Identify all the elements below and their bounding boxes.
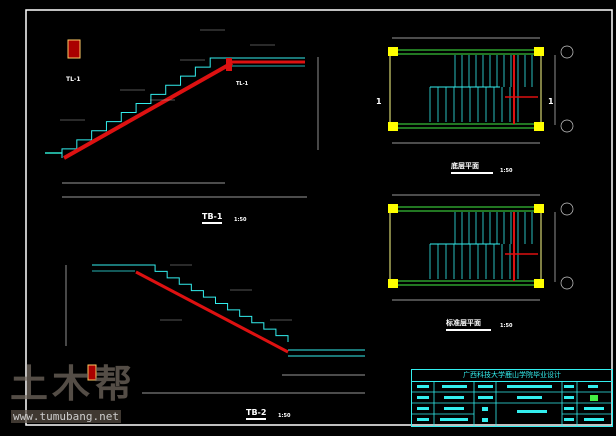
column xyxy=(388,122,398,131)
title-block: 广西科技大学鹿山学院毕业设计 xyxy=(411,369,613,427)
beam-tl1 xyxy=(226,58,232,71)
tl1-detail-label: TL-1 xyxy=(66,76,81,83)
stair-step-profile xyxy=(143,264,289,342)
column xyxy=(534,204,544,213)
column xyxy=(388,204,398,213)
watermark-url: www.tumubang.net xyxy=(11,410,121,423)
column xyxy=(388,47,398,56)
axis-marker-left: 1 xyxy=(376,97,382,106)
stair-step-profile xyxy=(61,57,225,158)
stair-plans xyxy=(388,37,574,301)
tl1-detail-section xyxy=(67,39,81,59)
axis-bubble xyxy=(560,45,574,59)
tl1-label: TL-1 xyxy=(236,81,249,87)
tb2-scale: 1:50 xyxy=(278,413,291,419)
plan-ground-label: 底层平面 xyxy=(451,161,493,174)
axis-bubble xyxy=(560,276,574,290)
stair-section-tb1 xyxy=(45,29,319,198)
tb1-scale: 1:50 xyxy=(234,217,247,223)
column xyxy=(388,279,398,288)
column xyxy=(534,122,544,131)
tb2-label: TB-2 xyxy=(246,408,267,420)
axis-bubble xyxy=(560,202,574,216)
watermark-logo: 土木帮 xyxy=(10,362,137,406)
slab-rebar xyxy=(135,270,289,354)
title-block-title: 广西科技大学鹿山学院毕业设计 xyxy=(412,370,612,382)
stair-section-tb2 xyxy=(65,264,365,394)
tl1-detail-section xyxy=(87,364,97,381)
slab-rebar xyxy=(63,61,233,160)
column xyxy=(534,279,544,288)
plan-std-scale: 1:50 xyxy=(500,323,513,329)
title-block-grid xyxy=(412,381,612,426)
plan-std-label: 标准层平面 xyxy=(446,318,491,331)
drawing-frame xyxy=(25,9,613,426)
column xyxy=(534,47,544,56)
plan-ground-scale: 1:50 xyxy=(500,168,513,174)
axis-marker-right: 1 xyxy=(548,97,554,106)
tb1-label: TB-1 xyxy=(202,212,223,224)
axis-bubble xyxy=(560,119,574,133)
